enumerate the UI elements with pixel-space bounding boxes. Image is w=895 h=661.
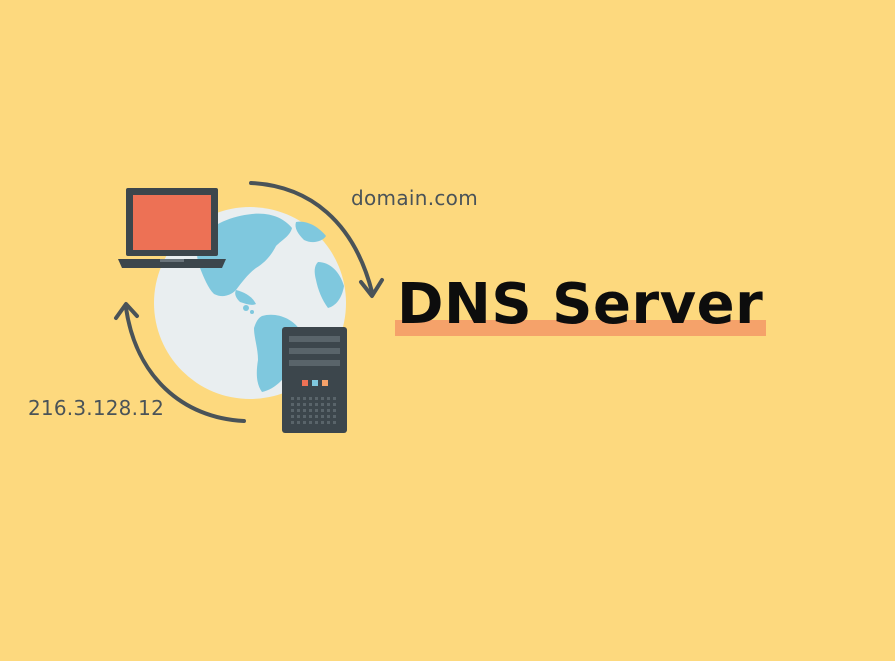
server-vent-dot — [303, 409, 306, 412]
server-vent-dot — [315, 421, 318, 424]
request-label: domain.com — [351, 186, 478, 210]
server-icon — [282, 327, 347, 433]
server-vent-dot — [333, 403, 336, 406]
server-vent-dot — [315, 403, 318, 406]
server-vent-dot — [309, 421, 312, 424]
server-vent-dot — [333, 421, 336, 424]
server-vent-dot — [321, 397, 324, 400]
server-vent-dot — [291, 403, 294, 406]
server-vent-dot — [291, 397, 294, 400]
response-label: 216.3.128.12 — [28, 396, 164, 420]
server-vent-dot — [321, 415, 324, 418]
server-vent-dot — [333, 415, 336, 418]
server-vent-dot — [333, 409, 336, 412]
server-vent-dot — [315, 415, 318, 418]
server-vent-dot — [297, 415, 300, 418]
server-vent-dot — [327, 415, 330, 418]
server-vent-dot — [303, 397, 306, 400]
server-vent-dot — [309, 409, 312, 412]
server-vent-dot — [309, 403, 312, 406]
server-vent-dot — [309, 397, 312, 400]
server-vent-dot — [297, 403, 300, 406]
server-vent-dot — [321, 409, 324, 412]
server-vent-dot — [315, 397, 318, 400]
server-vent-dot — [291, 415, 294, 418]
server-vent-dot — [327, 403, 330, 406]
server-vent-dot — [297, 397, 300, 400]
server-vent-dot — [297, 421, 300, 424]
server-vent-dot — [327, 409, 330, 412]
server-vent-dot — [303, 415, 306, 418]
server-vent-dot — [327, 421, 330, 424]
server-vent-dot — [297, 409, 300, 412]
response-arrow-icon — [114, 302, 246, 423]
request-arrow-icon — [249, 181, 384, 298]
laptop-icon — [118, 188, 226, 268]
title-highlight-bar — [395, 320, 766, 336]
server-vent-dot — [291, 421, 294, 424]
server-vent-dot — [315, 409, 318, 412]
server-vent-dot — [321, 403, 324, 406]
diagram-title: DNS Server — [397, 272, 764, 337]
title-block: DNS Server — [395, 272, 767, 340]
server-vent-dot — [291, 409, 294, 412]
server-vent-dot — [309, 415, 312, 418]
server-vent-dot — [303, 403, 306, 406]
server-vent-dot — [303, 421, 306, 424]
server-vent-dot — [321, 421, 324, 424]
server-vent-dot — [333, 397, 336, 400]
server-vent-dot — [327, 397, 330, 400]
